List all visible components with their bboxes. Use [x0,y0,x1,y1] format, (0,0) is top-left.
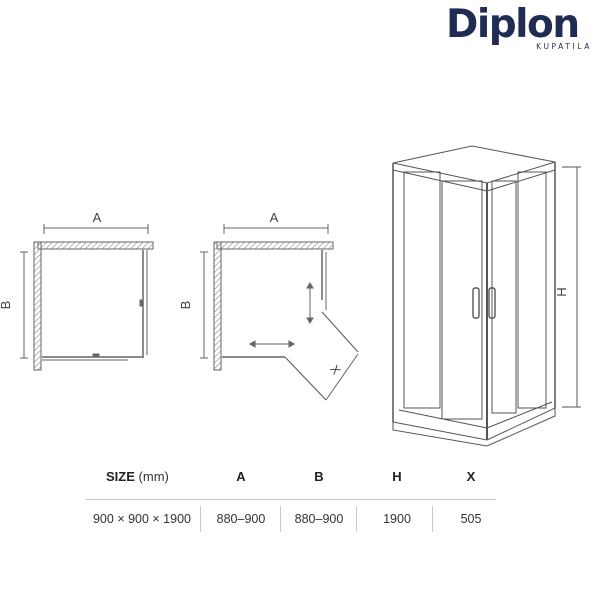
base-tray [392,407,556,447]
brand-subtitle: KUPATILA [536,42,592,51]
perspective-label-h: H [554,287,569,296]
open-door-front [284,356,327,401]
brand-logo: Diplon KUPATILA [446,2,596,56]
header-b: B [314,469,324,484]
bottom-rail-right [486,401,553,429]
spec-header-row: SIZE (mm) A B H X [86,462,506,492]
column-separator [280,506,281,532]
value-size: 900 × 900 × 1900 [92,512,191,526]
plan1-label-a: A [93,210,102,225]
header-a: A [236,469,246,484]
bottom-rail-left [398,409,488,429]
header-size: SIZE (mm) [106,462,216,492]
wall-top-hatch [37,241,154,250]
glass-door-left [441,180,483,420]
wall-top-hatch [216,241,334,250]
header-h: H [392,469,402,484]
header-size-label: SIZE [106,469,135,484]
column-separator [432,506,433,532]
door-handle-right [488,287,496,319]
header-unit: (mm) [138,469,169,484]
plan-view-open [200,224,359,401]
plan2-label-a: A [270,210,279,225]
plan1-label-b: B [0,301,13,310]
header-x: X [466,469,476,484]
table-divider [86,499,496,500]
glass-fixed-right [517,171,547,409]
plan-view-sliding [20,224,154,371]
value-x: 505 [460,512,482,526]
arrow-right-icon [288,340,295,348]
technical-drawing: A B A B X [0,145,581,447]
column-separator [200,506,201,532]
dimension-x-line [325,353,359,401]
spec-data-row: 900 × 900 × 1900 880–900 880–900 1900 50… [86,504,506,534]
arrow-up-icon [306,282,314,289]
plan2-label-x: X [327,362,343,377]
glass-door-right [491,180,517,414]
top-rail-right [486,169,556,192]
arrow-down-icon [306,317,314,324]
wall-left-hatch [213,241,222,371]
door-handle-left [472,287,480,319]
open-door-side [321,311,359,353]
wall-left-hatch [33,241,42,371]
glass-fixed-left [403,171,441,409]
front-handle [92,353,100,358]
arrow-left-icon [249,340,256,348]
value-h: 1900 [383,512,411,526]
brand-name: Diplon [446,2,580,47]
column-separator [356,506,357,532]
value-b: 880–900 [294,512,344,526]
side-handle [139,299,144,307]
plan2-label-b: B [178,301,193,310]
perspective-view [392,145,581,447]
value-a: 880–900 [216,512,266,526]
